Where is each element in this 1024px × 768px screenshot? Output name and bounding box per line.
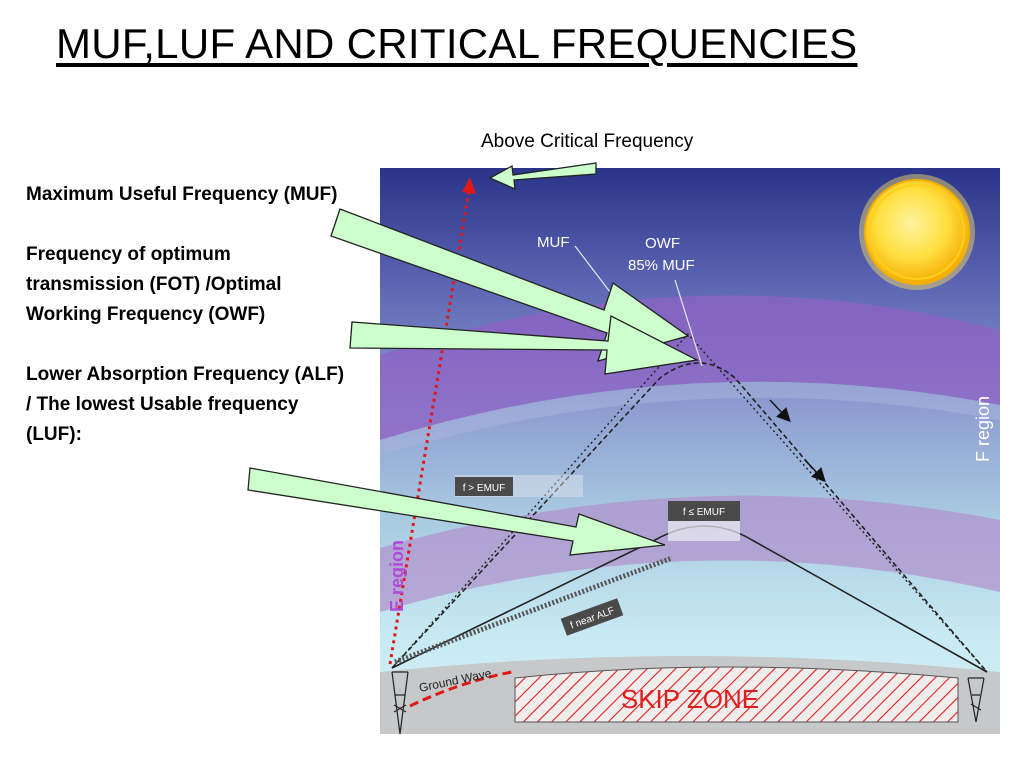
slide-title: MUF,LUF AND CRITICAL FREQUENCIES <box>56 20 858 67</box>
owf-percent-label: 85% MUF <box>628 257 695 274</box>
f-gt-emuf-label: f > EMUF <box>463 483 506 494</box>
owf-diagram-label: OWF <box>645 235 680 252</box>
alf-ray-path <box>394 555 673 665</box>
f-layer-edge <box>380 381 1000 455</box>
f-le-emuf-tag: f ≤ EMUF <box>668 501 740 541</box>
above-critical-ray-arrowhead <box>462 177 476 194</box>
f-gt-emuf-tag: f > EMUF <box>455 475 583 497</box>
above-critical-frequency-label: Above Critical Frequency <box>481 131 694 152</box>
owf-label: Frequency of optimum transmission (FOT) … <box>26 244 282 325</box>
luf-label: Lower Absorption Frequency (ALF) / The l… <box>26 364 345 445</box>
frequency-labels: Maximum Useful Frequency (MUF) Frequency… <box>26 180 346 480</box>
e-region-label: E region <box>387 540 407 612</box>
f-le-emuf-label: f ≤ EMUF <box>683 507 725 518</box>
skip-zone-label: SKIP ZONE <box>621 684 759 714</box>
above-critical-callout-arrow <box>488 162 597 191</box>
sun-icon <box>859 174 975 290</box>
skip-zone-area <box>514 666 959 723</box>
transmit-antenna-icon <box>391 671 409 734</box>
muf-ray-path <box>391 332 988 673</box>
diagram-panel: SKIP ZONE Ground Wave MUF OWF 85% MUF <box>380 168 1000 734</box>
f-layer <box>380 295 1000 440</box>
muf-diagram-label: MUF <box>537 234 570 251</box>
owf-direction-arrow-2 <box>804 459 826 483</box>
receive-antenna-icon <box>967 677 985 723</box>
muf-callout-arrow <box>330 208 690 362</box>
owf-callout-arrow <box>349 314 700 375</box>
luf-callout-arrow <box>247 467 666 556</box>
owf-leader-line <box>674 279 703 367</box>
owf-ray-path <box>391 362 988 673</box>
muf-label: Maximum Useful Frequency (MUF) <box>26 184 338 205</box>
owf-direction-arrow-1 <box>769 399 791 423</box>
f-region-label: F region <box>973 396 993 462</box>
